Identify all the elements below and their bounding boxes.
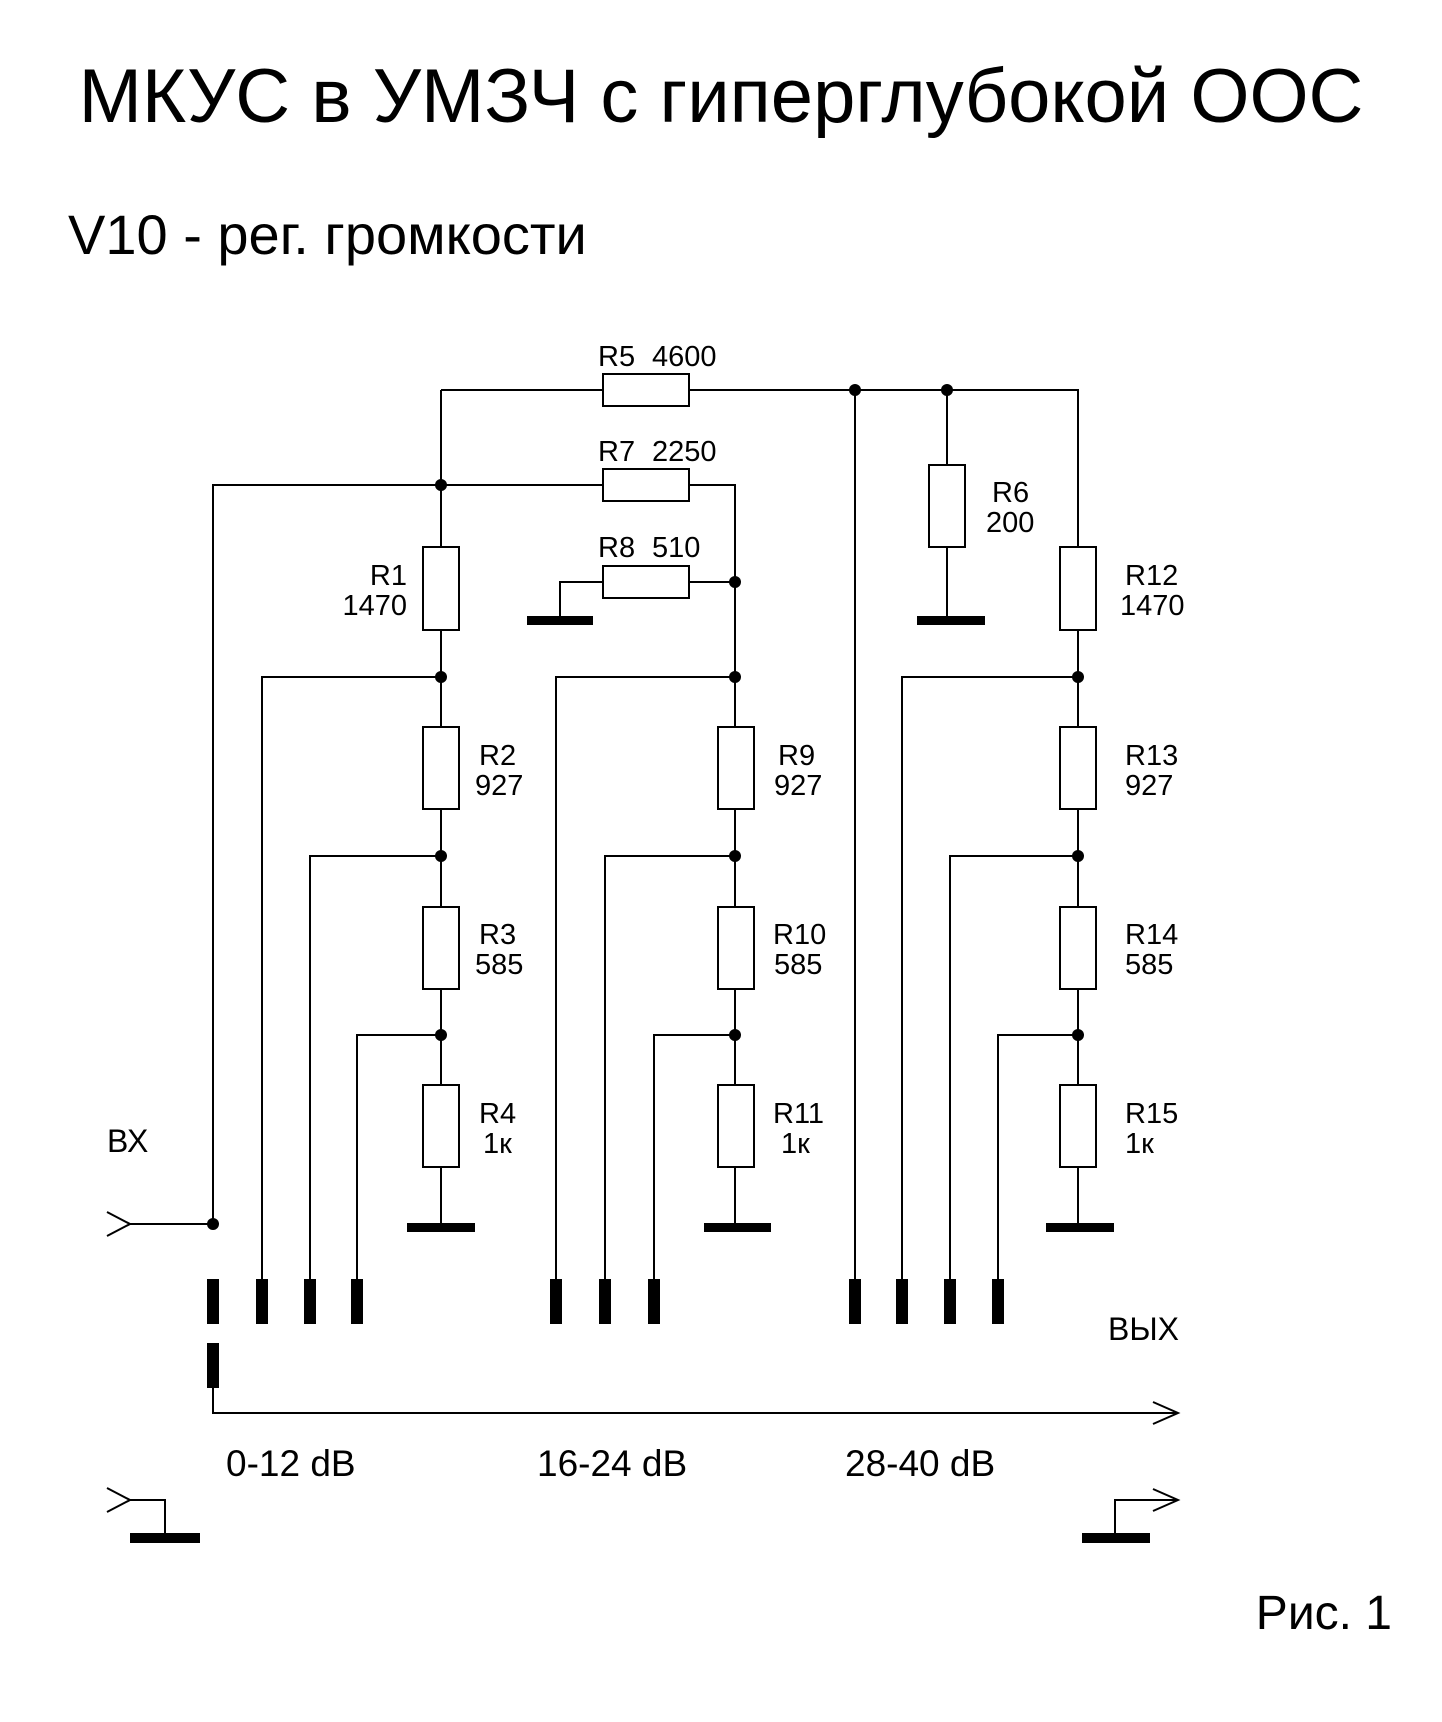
- resistor-bodies: [422, 373, 1097, 1168]
- r5-value: 4600: [652, 341, 717, 373]
- r12-value: 1470: [1120, 590, 1185, 622]
- page-subtitle: V10 - рег. громкости: [68, 203, 587, 266]
- ground-r6: [917, 616, 985, 625]
- junction-dot: [435, 479, 447, 491]
- range-label-1: 0-12 dB: [226, 1443, 356, 1484]
- ground-symbols: [130, 616, 1150, 1543]
- ground-r4: [407, 1223, 475, 1232]
- r7-name: R7: [598, 436, 635, 468]
- r8-value: 510: [652, 532, 700, 564]
- switch-contacts: [207, 1279, 1004, 1388]
- resistor-r9: [717, 726, 755, 810]
- r14-name: R14: [1125, 919, 1178, 951]
- r1-name: R1: [370, 560, 407, 592]
- figure-label: Рис. 1: [1255, 1587, 1392, 1640]
- resistor-r5: [602, 373, 690, 407]
- component-labels: R5 4600 R7 2250 R8 510 R1 1470 R2 927 R3…: [342, 341, 1184, 1160]
- r14-value: 585: [1125, 949, 1173, 981]
- ground-r15: [1046, 1223, 1114, 1232]
- switch-contact: [896, 1279, 908, 1324]
- input-label: ВХ: [107, 1123, 148, 1159]
- resistor-r6: [928, 464, 966, 548]
- switch-contact: [207, 1279, 219, 1324]
- junction-dot: [1072, 671, 1084, 683]
- io-labels: ВХ ВЫХ: [107, 1123, 1179, 1347]
- wires: [106, 389, 1181, 1538]
- page-title: МКУС в УМЗЧ с гиперглубокой ООС: [78, 54, 1364, 139]
- junction-dot: [849, 384, 861, 396]
- switch-contact: [351, 1279, 363, 1324]
- r1-value: 1470: [342, 590, 407, 622]
- r9-name: R9: [778, 740, 815, 772]
- switch-wiper: [207, 1343, 219, 1388]
- r7-value: 2250: [652, 436, 717, 468]
- r6-value: 200: [986, 507, 1034, 539]
- switch-contact: [256, 1279, 268, 1324]
- ground-output: [1082, 1533, 1150, 1543]
- resistor-r2: [422, 726, 460, 810]
- r2-value: 927: [475, 770, 523, 802]
- resistor-r1: [422, 546, 460, 631]
- r12-name: R12: [1125, 560, 1178, 592]
- resistor-r3: [422, 906, 460, 990]
- range-labels: 0-12 dB 16-24 dB 28-40 dB: [226, 1443, 995, 1484]
- junction-dot: [729, 1029, 741, 1041]
- ground-input: [130, 1533, 200, 1543]
- r10-name: R10: [773, 919, 826, 951]
- r3-value: 585: [475, 949, 523, 981]
- resistor-r13: [1059, 726, 1097, 810]
- r2-name: R2: [479, 740, 516, 772]
- r4-value: 1к: [483, 1128, 512, 1160]
- junction-dot: [1072, 850, 1084, 862]
- r5-name: R5: [598, 341, 635, 373]
- junction-dots: [207, 384, 1084, 1230]
- switch-contact: [992, 1279, 1004, 1324]
- resistor-r8: [602, 565, 690, 599]
- junction-dot: [435, 850, 447, 862]
- r6-name: R6: [992, 477, 1029, 509]
- r10-value: 585: [774, 949, 822, 981]
- r8-name: R8: [598, 532, 635, 564]
- r4-name: R4: [479, 1098, 516, 1130]
- resistor-r10: [717, 906, 755, 990]
- ground-r11: [704, 1223, 771, 1232]
- resistor-r4: [422, 1084, 460, 1168]
- junction-dot: [941, 384, 953, 396]
- junction-dot: [729, 671, 741, 683]
- r11-value: 1к: [781, 1128, 810, 1160]
- junction-dot: [1072, 1029, 1084, 1041]
- r15-name: R15: [1125, 1098, 1178, 1130]
- resistor-r7: [602, 468, 690, 502]
- range-label-3: 28-40 dB: [845, 1443, 995, 1484]
- r15-value: 1к: [1125, 1128, 1154, 1160]
- switch-contact: [648, 1279, 660, 1324]
- output-label: ВЫХ: [1108, 1311, 1179, 1347]
- junction-dot: [435, 671, 447, 683]
- resistor-r11: [717, 1084, 755, 1168]
- switch-contact: [944, 1279, 956, 1324]
- switch-contact: [599, 1279, 611, 1324]
- resistor-r15: [1059, 1084, 1097, 1168]
- junction-dot: [729, 576, 741, 588]
- resistor-r14: [1059, 906, 1097, 990]
- switch-contact: [304, 1279, 316, 1324]
- junction-dot: [729, 850, 741, 862]
- r3-name: R3: [479, 919, 516, 951]
- junction-dot: [207, 1218, 219, 1230]
- r13-value: 927: [1125, 770, 1173, 802]
- switch-contact: [550, 1279, 562, 1324]
- resistor-r12: [1059, 546, 1097, 631]
- r9-value: 927: [774, 770, 822, 802]
- r11-name: R11: [773, 1098, 824, 1130]
- ground-r8: [527, 616, 593, 625]
- junction-dot: [435, 1029, 447, 1041]
- range-label-2: 16-24 dB: [537, 1443, 687, 1484]
- switch-contact: [849, 1279, 861, 1324]
- r13-name: R13: [1125, 740, 1178, 772]
